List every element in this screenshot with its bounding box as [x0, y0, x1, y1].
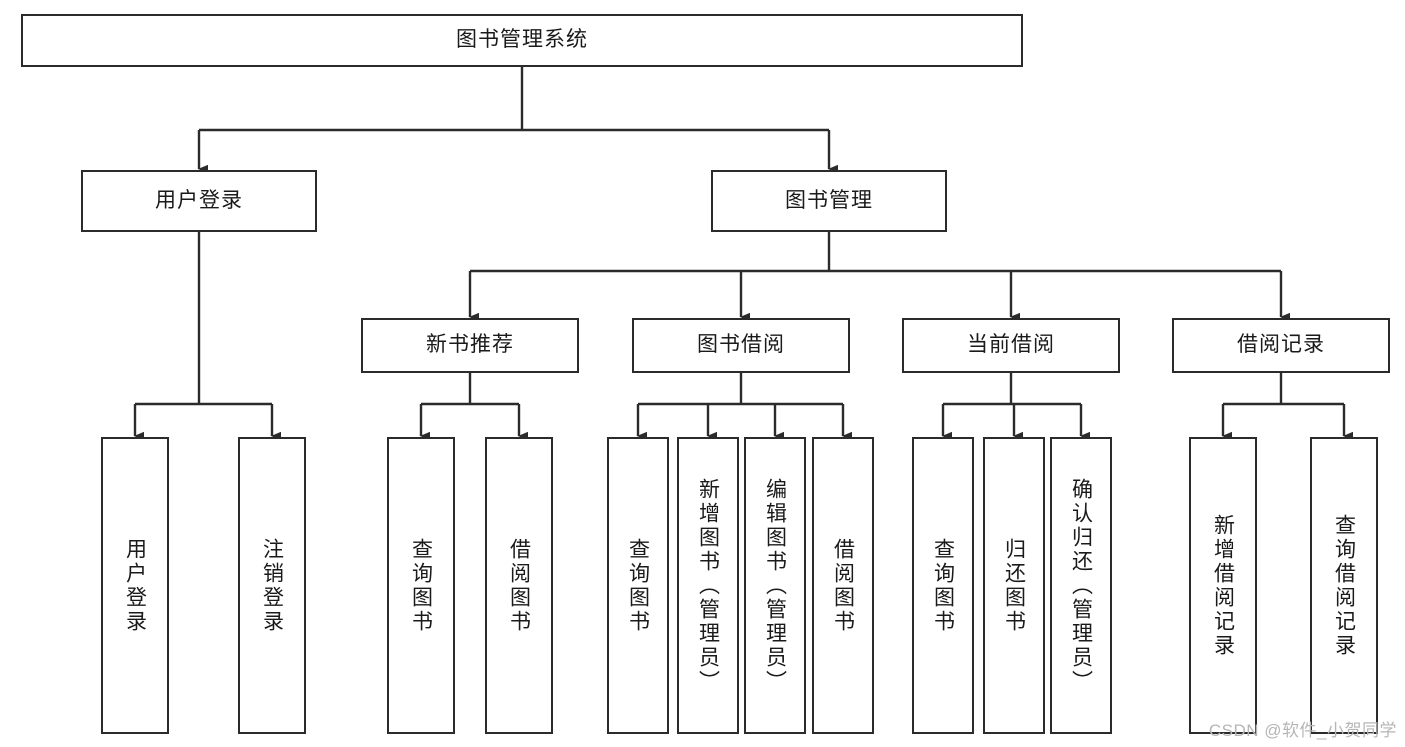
- node-records[interactable]: 借阅记录: [1172, 318, 1390, 373]
- node-r-add[interactable]: 新增借阅记录: [1189, 437, 1257, 734]
- node-label: 借阅图书: [507, 537, 531, 634]
- node-n-borrow[interactable]: 借阅图书: [485, 437, 553, 734]
- node-b-query[interactable]: 查询图书: [607, 437, 669, 734]
- node-label: 新增借阅记录: [1211, 513, 1235, 658]
- node-r-query[interactable]: 查询借阅记录: [1310, 437, 1378, 734]
- node-login[interactable]: 用户登录: [81, 170, 317, 232]
- node-label: 确认归还（管理员）: [1069, 477, 1093, 694]
- node-label: 新书推荐: [426, 333, 514, 357]
- node-borrow[interactable]: 图书借阅: [632, 318, 850, 373]
- node-label: 注销登录: [260, 537, 284, 634]
- node-label: 查询图书: [931, 537, 955, 634]
- watermark: CSDN @软件_小贺同学: [1208, 721, 1397, 740]
- node-label: 新增图书（管理员）: [696, 477, 720, 694]
- node-label: 当前借阅: [967, 333, 1055, 357]
- node-current[interactable]: 当前借阅: [902, 318, 1120, 373]
- node-label: 借阅记录: [1237, 333, 1325, 357]
- node-label: 归还图书: [1002, 537, 1026, 634]
- node-label: 查询借阅记录: [1332, 513, 1356, 658]
- node-c-query[interactable]: 查询图书: [912, 437, 974, 734]
- node-n-query[interactable]: 查询图书: [387, 437, 455, 734]
- node-l-logout[interactable]: 注销登录: [238, 437, 306, 734]
- node-l-login[interactable]: 用户登录: [101, 437, 169, 734]
- node-c-confirm[interactable]: 确认归还（管理员）: [1050, 437, 1112, 734]
- node-newbook[interactable]: 新书推荐: [361, 318, 579, 373]
- node-label: 图书管理: [785, 188, 873, 212]
- node-label: 图书借阅: [697, 333, 785, 357]
- node-c-return[interactable]: 归还图书: [983, 437, 1045, 734]
- edge-paths: [133, 67, 1353, 441]
- node-b-borrow[interactable]: 借阅图书: [812, 437, 874, 734]
- node-label: 用户登录: [123, 537, 147, 634]
- node-label: 查询图书: [626, 537, 650, 634]
- node-label: 图书管理系统: [456, 28, 588, 52]
- node-label: 编辑图书（管理员）: [763, 477, 787, 694]
- node-label: 用户登录: [155, 188, 243, 212]
- node-label: 借阅图书: [831, 537, 855, 634]
- node-root[interactable]: 图书管理系统: [21, 14, 1023, 67]
- node-b-edit[interactable]: 编辑图书（管理员）: [744, 437, 806, 734]
- node-b-add[interactable]: 新增图书（管理员）: [677, 437, 739, 734]
- node-bookmgr[interactable]: 图书管理: [711, 170, 947, 232]
- node-label: 查询图书: [409, 537, 433, 634]
